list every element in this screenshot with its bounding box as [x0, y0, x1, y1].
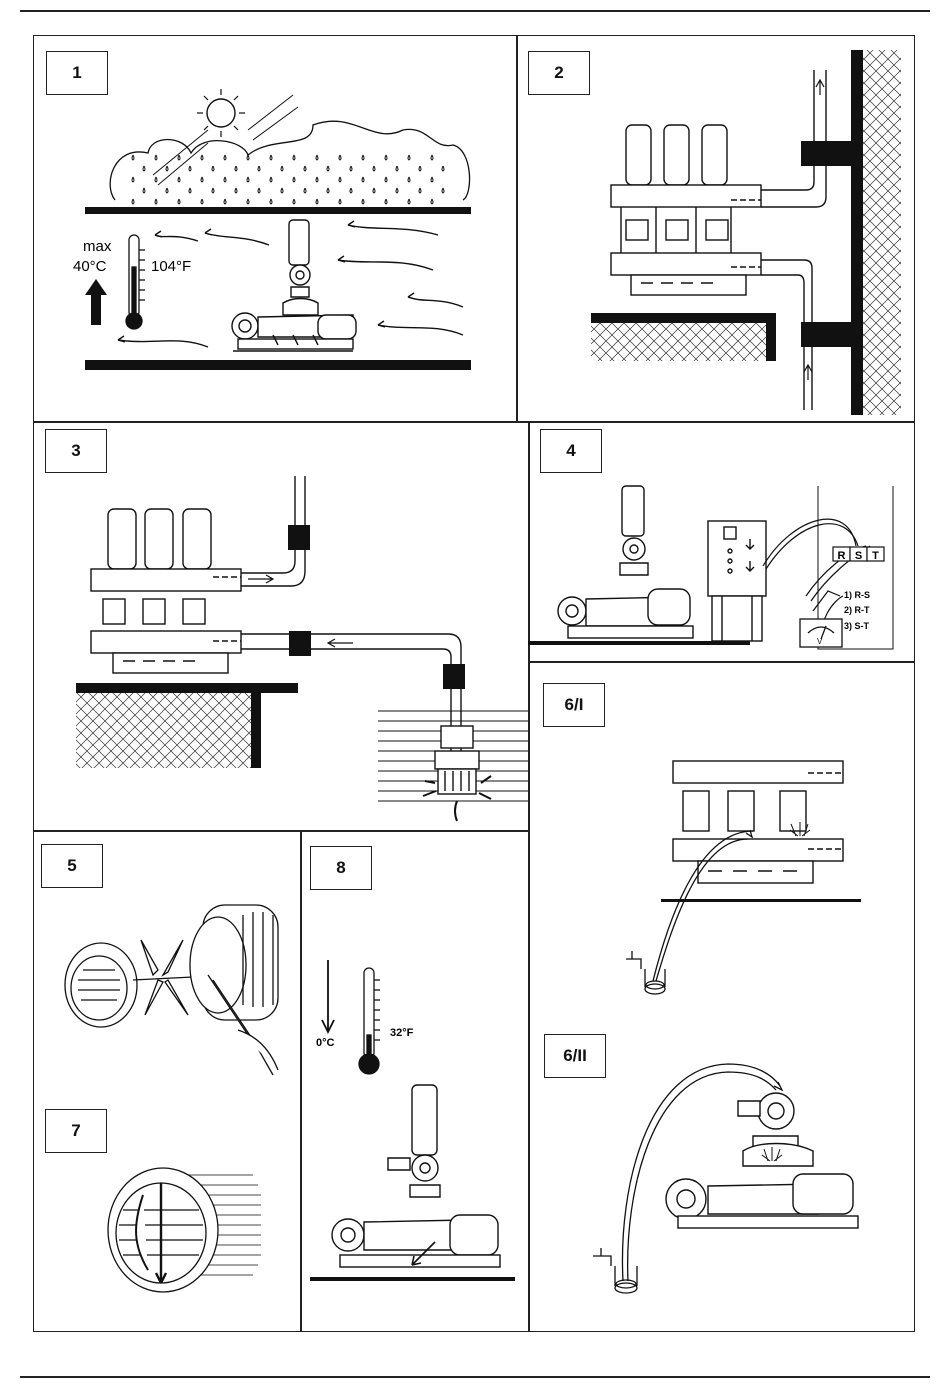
pump-unit-icon — [332, 1085, 500, 1267]
top-rule — [20, 10, 930, 12]
measurement-rs: 1) R-S — [844, 590, 870, 600]
temp-c-label: 40°C — [73, 258, 107, 275]
measurement-list: 1) R-S 2) R-T 3) S-T — [844, 590, 870, 631]
wall-piping-illustration — [516, 35, 915, 421]
panel-1: 1 max 40°C 104°F — [33, 35, 516, 421]
phase-t: T — [872, 550, 879, 562]
priming-pump-illustration — [528, 1026, 915, 1332]
phase-terminals: R S T — [833, 547, 884, 562]
panel-8: 8 0°C 32°F — [300, 830, 528, 1332]
panel-3: 3 — [33, 421, 528, 830]
manifold-icon — [611, 185, 761, 295]
max-label: max — [83, 238, 112, 255]
priming-manifold-illustration — [528, 661, 915, 1026]
bottom-rule — [20, 1376, 930, 1378]
frost-protection-illustration: 0°C 32°F — [300, 830, 528, 1332]
temp-c-label: 0°C — [316, 1037, 335, 1049]
panel-2: 2 — [516, 35, 915, 421]
panel-6-ii: 6/II — [528, 1026, 915, 1332]
voltmeter-unit: V — [817, 637, 823, 646]
voltmeter-icon: V — [800, 619, 842, 647]
expansion-tanks-icon — [108, 509, 211, 569]
expansion-tanks-icon — [626, 125, 727, 185]
cloud-icon — [110, 121, 469, 200]
suction-lift-illustration — [33, 421, 528, 830]
foot-valve-icon — [435, 726, 479, 794]
measurement-st: 3) S-T — [844, 621, 870, 631]
manifold-icon — [673, 761, 843, 883]
measurement-rt: 2) R-T — [844, 605, 870, 615]
pump-unit-icon — [666, 1093, 858, 1228]
rain-icon — [132, 155, 444, 204]
panel-6-i: 6/I — [528, 661, 915, 1026]
control-panel-icon — [708, 521, 766, 641]
manifold-icon — [91, 569, 241, 673]
temp-f-label: 32°F — [390, 1027, 414, 1039]
phase-s: S — [855, 550, 862, 562]
up-arrow-icon — [85, 279, 107, 325]
temp-f-label: 104°F — [151, 258, 191, 275]
sun-icon — [153, 89, 298, 185]
rotation-check-illustration — [33, 1085, 300, 1332]
thermometer-icon — [126, 235, 145, 329]
ventilation-illustration: max 40°C 104°F — [33, 35, 516, 421]
panel-5: 5 — [33, 830, 300, 1085]
panel-4: 4 — [528, 421, 915, 661]
pump-unit-icon — [558, 486, 693, 638]
electrical-check-illustration: R S T 1) R-S 2) R-T 3) S-T V — [528, 421, 915, 661]
motor-shaft-illustration — [33, 830, 300, 1085]
down-arrow-icon — [322, 960, 334, 1032]
panel-7: 7 — [33, 1085, 300, 1332]
phase-r: R — [838, 550, 846, 562]
thermometer-icon — [359, 968, 380, 1074]
